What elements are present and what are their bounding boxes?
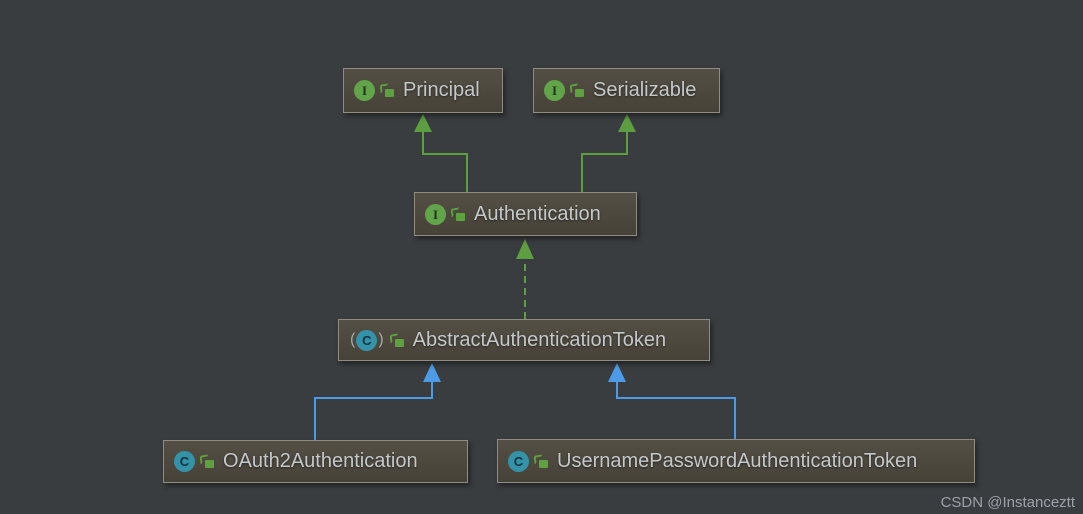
class-icon: C xyxy=(508,450,529,472)
node-label: OAuth2Authentication xyxy=(223,450,418,472)
arrowhead-triangle xyxy=(516,239,534,259)
node-principal[interactable]: I Principal xyxy=(343,68,503,113)
node-authentication[interactable]: I Authentication xyxy=(414,192,637,236)
edge-authentication-serializable xyxy=(581,114,636,192)
lock-icon xyxy=(570,84,584,97)
interface-icon-letter: I xyxy=(361,83,368,98)
interface-icon: I xyxy=(544,80,565,101)
abstract-paren-right: ) xyxy=(378,331,384,348)
interface-icon: I xyxy=(354,80,375,101)
arrowhead-triangle xyxy=(618,114,636,132)
edge-authentication-principal xyxy=(414,114,468,192)
lock-icon xyxy=(451,208,465,221)
node-username-password-authentication-token[interactable]: C UsernamePasswordAuthenticationToken xyxy=(497,439,975,483)
watermark: CSDN @Instanceztt xyxy=(940,494,1075,511)
node-label: Authentication xyxy=(474,202,601,225)
arrowhead-triangle xyxy=(608,363,626,382)
lock-icon xyxy=(380,84,394,97)
lock-icon xyxy=(534,455,548,468)
node-serializable[interactable]: I Serializable xyxy=(533,68,720,113)
class-icon-letter: C xyxy=(362,332,372,348)
node-oauth2-authentication[interactable]: C OAuth2Authentication xyxy=(163,440,468,483)
node-label: AbstractAuthenticationToken xyxy=(412,328,667,351)
edge-upat-abstracttoken xyxy=(608,363,736,439)
abstract-paren-left: ( xyxy=(350,331,356,348)
lock-icon xyxy=(200,455,214,468)
arrowhead-triangle xyxy=(423,363,441,382)
edge-abstracttoken-authentication xyxy=(516,239,534,319)
node-label: Serializable xyxy=(593,79,697,101)
edge-oauth2-abstracttoken xyxy=(314,363,441,440)
node-label: UsernamePasswordAuthenticationToken xyxy=(557,449,918,472)
class-icon-letter: C xyxy=(513,453,524,469)
interface-icon-letter: I xyxy=(432,206,439,222)
lock-icon xyxy=(390,334,404,347)
class-icon: C xyxy=(356,329,378,351)
class-icon: C xyxy=(174,451,195,472)
arrowhead-triangle xyxy=(414,114,432,132)
node-abstract-authentication-token[interactable]: ( C ) AbstractAuthenticationToken xyxy=(338,319,710,361)
interface-icon: I xyxy=(425,203,446,225)
class-icon-letter: C xyxy=(179,454,190,469)
interface-icon-letter: I xyxy=(551,83,558,98)
node-label: Principal xyxy=(403,79,480,101)
abstract-class-icon: ( C ) xyxy=(349,329,385,351)
